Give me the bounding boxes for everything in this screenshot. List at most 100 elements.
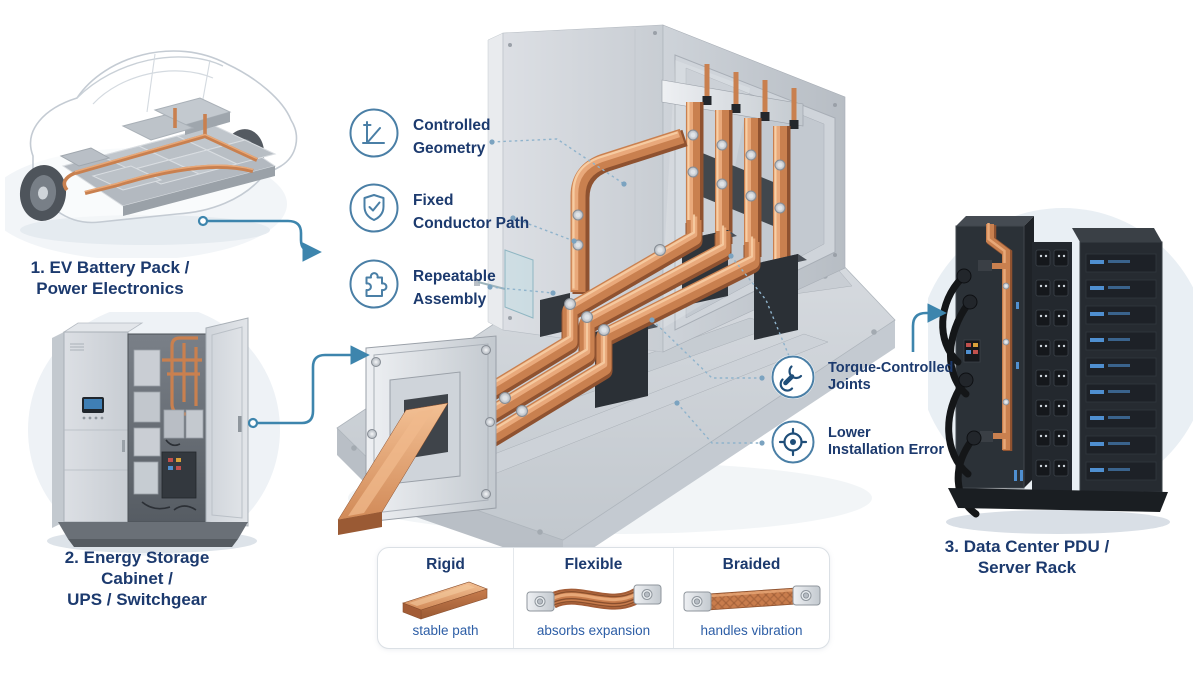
- busbar-type-flexible: Flexible: [513, 548, 673, 648]
- rack-label-line1: 3. Data Center PDU /: [944, 537, 1110, 556]
- callout-text-block: Fixed Conductor Path: [413, 190, 529, 235]
- callout-text-block: Repeatable Assembly: [413, 266, 496, 311]
- interior-wires: [141, 439, 197, 511]
- server-led-strips: [1090, 260, 1130, 472]
- callout-line2: Installation Error: [828, 441, 945, 458]
- callout-line1: Torque-Controlled: [828, 360, 954, 376]
- cabinet-label-line1: 2. Energy Storage Cabinet /: [64, 548, 210, 588]
- vertical-copper-risers: [686, 102, 791, 270]
- busbar-assembly-illustration: [336, 24, 896, 560]
- busbar-clamp-top: [978, 260, 992, 271]
- riser-bolts: [687, 129, 786, 214]
- busbar-type-caption: handles vibration: [700, 623, 803, 638]
- cable-connectors: [956, 268, 982, 446]
- busbar-type-braided: Braided handles vibration: [673, 548, 829, 648]
- pdu-indicators: [1014, 302, 1023, 481]
- callout-text-block: Torque-Controlled Joints: [828, 360, 953, 393]
- busbar-type-title: Flexible: [564, 556, 623, 573]
- callout-line2: Geometry: [413, 139, 486, 157]
- cabinet-scene-label: 2. Energy Storage Cabinet / UPS / Switch…: [32, 547, 242, 610]
- car-window-line: [92, 70, 214, 105]
- rack-plinth: [948, 488, 1168, 512]
- pdu-copper-busbar: [986, 223, 1013, 451]
- braided-copper-strap: [682, 574, 822, 622]
- door-handle: [238, 416, 242, 432]
- ev-label-line2: Power Electronics: [36, 279, 184, 298]
- callout-fixed-conductor-path: Fixed Conductor Path: [349, 183, 529, 235]
- scene-energy-cabinet: [22, 312, 302, 557]
- busbar-type-rigid: Rigid stable path: [378, 548, 513, 648]
- callout-line2: Joints: [828, 376, 871, 393]
- rack-illustration: [928, 208, 1193, 534]
- car-roof-line: [76, 56, 224, 99]
- scene-busbar-assembly: [330, 0, 900, 560]
- target-icon: [771, 420, 815, 464]
- flexible-laminated-strap: [524, 574, 664, 622]
- rigid-copper-bar: [391, 574, 501, 622]
- callout-lower-installation-error: Lower Installation Error: [771, 420, 944, 464]
- wrench-icon: [771, 355, 815, 399]
- server-tower: [1072, 228, 1163, 493]
- flexible-strap-image: [526, 584, 661, 612]
- terminal-pins: [702, 64, 799, 129]
- callout-text-block: Lower Installation Error: [828, 425, 944, 458]
- outlet-column: [1032, 242, 1072, 492]
- cabinet-top: [62, 322, 144, 333]
- pdu-meter: [963, 339, 981, 363]
- puzzle-piece-icon: [349, 259, 399, 309]
- ev-car-illustration: [5, 50, 298, 258]
- callout-line1: Lower: [828, 425, 871, 441]
- busbar-types-panel: Rigid stable path Flexible: [377, 547, 830, 649]
- rack-scene-label: 3. Data Center PDU / Server Rack: [922, 536, 1132, 578]
- callout-torque-controlled-joints: Torque-Controlled Joints: [771, 355, 953, 399]
- hmi-buttons: [82, 416, 104, 420]
- cabinet-seams: [64, 429, 128, 471]
- rigid-bar-image: [401, 581, 488, 620]
- scene-server-rack: [928, 182, 1193, 542]
- strap-lugs: [683, 585, 820, 612]
- exit-copper-bar-edge: [338, 512, 382, 535]
- rack-shadow: [946, 510, 1170, 534]
- entry-flange: [337, 335, 497, 535]
- callout-text-block: Controlled Geometry: [413, 115, 491, 160]
- interior-indicator-dots: [168, 458, 181, 470]
- geometry-axes-icon: [349, 108, 399, 158]
- busbar-type-caption: absorbs expansion: [536, 623, 651, 638]
- callout-line2: Conductor Path: [413, 214, 530, 232]
- cabinet-label-line2: UPS / Switchgear: [67, 590, 207, 609]
- server-rows: [1085, 253, 1157, 481]
- busbar-type-title: Braided: [722, 556, 781, 573]
- copper-busbar-runs: [62, 108, 258, 196]
- busbar-bolts: [499, 209, 666, 417]
- cabinet-left-edge: [52, 332, 64, 528]
- callout-line1: Repeatable: [413, 268, 496, 285]
- cabinet-plinth-lower: [68, 539, 238, 547]
- cabinet-illustration: [28, 312, 280, 556]
- car-shadow: [20, 215, 270, 245]
- cabinet-vents: [70, 343, 84, 351]
- braided-strap-image: [683, 585, 820, 612]
- hmi-screen-glow: [84, 399, 102, 409]
- busbar-clamp-bottom: [980, 431, 993, 442]
- cabinet-door: [205, 317, 249, 527]
- cabinet-plinth: [58, 522, 248, 539]
- pdu-tower: [955, 216, 1072, 492]
- pdu-bolts: [1002, 282, 1010, 406]
- scene-ev-battery: [5, 8, 315, 258]
- callout-line1: Fixed: [413, 192, 454, 209]
- outlet-sockets: [1035, 249, 1069, 477]
- callout-line2: Assembly: [413, 290, 487, 308]
- ev-scene-label: 1. EV Battery Pack / Power Electronics: [5, 257, 215, 299]
- front-wheel: [19, 165, 67, 221]
- exit-copper-highlight: [348, 409, 434, 516]
- cabinet-handle: [122, 440, 125, 452]
- cabinet-front-panel: [63, 331, 129, 523]
- callout-repeatable-assembly: Repeatable Assembly: [349, 259, 496, 311]
- busbar-type-caption: stable path: [412, 623, 479, 638]
- shield-check-icon: [349, 183, 399, 233]
- interior-copper-pipes: [162, 336, 202, 416]
- cabinet-door-inset: [211, 326, 243, 519]
- callout-line1: Controlled: [413, 117, 491, 134]
- rack-label-line2: Server Rack: [977, 558, 1077, 577]
- ev-label-line1: 1. EV Battery Pack /: [30, 258, 190, 277]
